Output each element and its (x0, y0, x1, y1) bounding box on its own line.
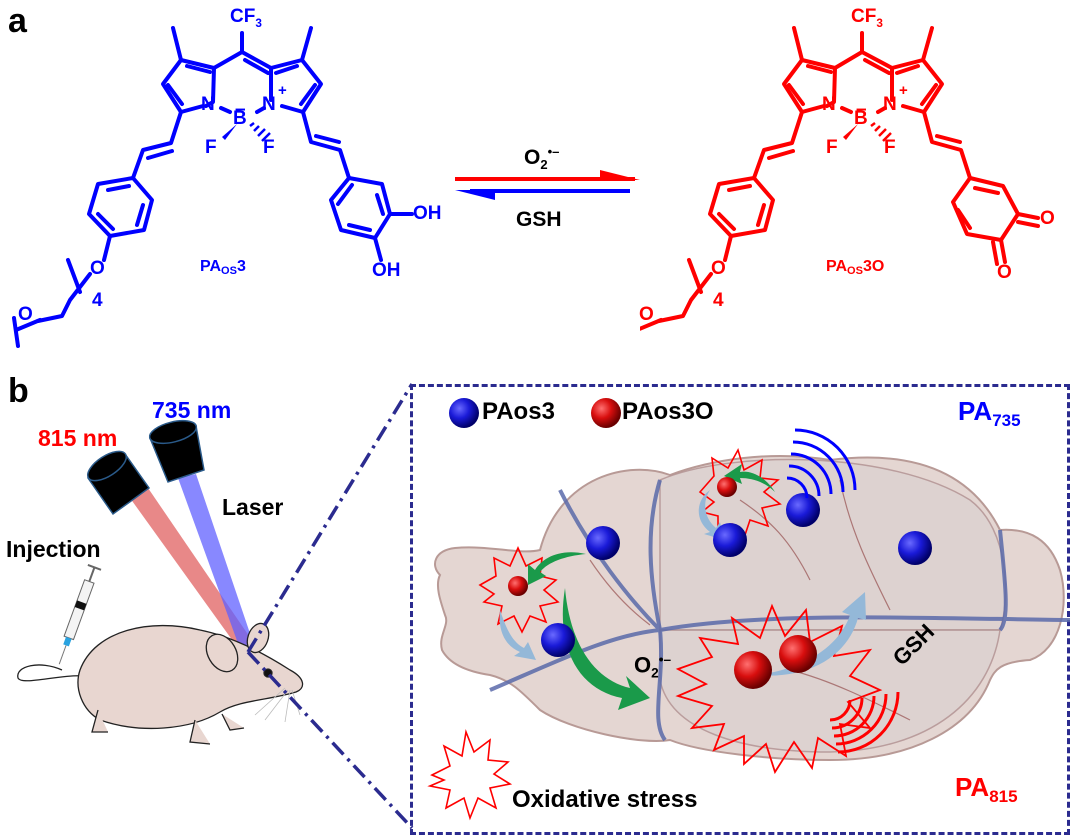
pa-815-label: PA815 (955, 772, 1018, 807)
laser-label-815: 815 nm (38, 425, 118, 451)
atom-b-left: B (233, 108, 247, 129)
oxidative-stress-legend-label: Oxidative stress (512, 786, 698, 813)
paos3-molecule (713, 523, 747, 557)
injection-label: Injection (6, 536, 101, 562)
blood-vessels (489, 479, 1071, 742)
atom-f1-right: F (826, 137, 838, 158)
charge-plus-left: + (278, 82, 287, 99)
pa-735-label: PA735 (958, 396, 1021, 431)
forward-arrow-head (600, 170, 640, 180)
oxidative-stress-legend-icon (427, 729, 513, 821)
panel-label-b: b (8, 372, 29, 410)
reduction-arrow-top (698, 490, 724, 540)
paos3-molecule (786, 493, 820, 527)
atom-o-ether-right: O (711, 258, 726, 279)
atom-n1-left: N (201, 94, 215, 115)
paos3o-molecule (779, 635, 817, 673)
brain-outline (434, 455, 1065, 762)
reaction-forward-label: O2•– (524, 144, 560, 173)
cf3-group-left: CF3 (230, 6, 262, 30)
laser-beam-735 (178, 474, 258, 660)
charge-minus-right: – (856, 99, 867, 120)
atom-o-term-left: O (18, 304, 33, 325)
legend-sphere-paos3 (449, 398, 479, 428)
brain-diagram (427, 398, 1071, 821)
oxidative-stress-burst-top (698, 447, 782, 540)
repeat-count-right: 4 (713, 290, 724, 311)
pa-signal-735-waves (786, 428, 857, 499)
atom-n2-left: N (262, 94, 276, 115)
compound-name-paos3o: PAOS3O (826, 258, 885, 277)
pa-signal-815-waves (829, 691, 900, 754)
atom-f2-left: F (263, 137, 275, 158)
paos3o-molecule (508, 576, 528, 596)
atom-b-right: B (854, 108, 868, 129)
oxidative-stress-burst-large (675, 603, 883, 775)
charge-plus-right: + (899, 82, 908, 99)
zoom-projection-line-bottom (246, 650, 414, 830)
syringe-icon (58, 564, 102, 665)
oxidation-arrow-large (562, 588, 650, 710)
atom-o-term-right: O (639, 304, 654, 325)
brain-oxidant-label: O2•– (634, 652, 672, 681)
hydroxyl-1: OH (413, 203, 442, 224)
cf3-group-right: CF3 (851, 6, 883, 30)
legend-label-paos3o: PAos3O (622, 398, 714, 425)
atom-n1-right: N (822, 94, 836, 115)
reaction-reverse-label: GSH (516, 208, 562, 231)
zoomed-brain-frame (410, 384, 1070, 835)
atom-o-ether-left: O (90, 258, 105, 279)
paos3o-molecule (717, 477, 737, 497)
legend-label-paos3: PAos3 (482, 398, 555, 425)
atom-n2-right: N (883, 94, 897, 115)
paos3o-molecule (734, 651, 772, 689)
compound-structure-paos3 (12, 26, 414, 348)
whiskers (254, 687, 301, 723)
mouse-laser-setup (17, 383, 414, 830)
legend-sphere-paos3o (591, 398, 621, 428)
reaction-arrows (455, 170, 640, 200)
atom-f2-right: F (884, 137, 896, 158)
carbonyl-o-1: O (1040, 208, 1055, 229)
compound-name-paos3: PAOS3 (200, 258, 246, 277)
mouse-illustration (17, 622, 304, 745)
panel-label-a: a (8, 2, 27, 40)
atom-f1-left: F (205, 137, 217, 158)
laser-label: Laser (222, 494, 284, 520)
hydroxyl-2: OH (372, 260, 401, 281)
reduction-arrow-left (499, 610, 536, 660)
laser-head-815 (86, 450, 151, 516)
paos3-molecule (586, 526, 620, 560)
paos3-molecule (541, 623, 575, 657)
compound-structure-paos3o (640, 26, 1040, 331)
oxidation-arrow-left (528, 552, 586, 585)
paos3-molecule (898, 531, 932, 565)
zoom-projection-line-top (246, 383, 414, 653)
charge-minus-left: – (235, 99, 246, 120)
laser-head-735 (148, 419, 205, 483)
reverse-arrow-head (455, 190, 495, 200)
laser-label-735: 735 nm (152, 397, 232, 423)
carbonyl-o-2: O (997, 262, 1012, 283)
repeat-count-left: 4 (92, 290, 103, 311)
oxidation-arrow-top (724, 464, 775, 492)
